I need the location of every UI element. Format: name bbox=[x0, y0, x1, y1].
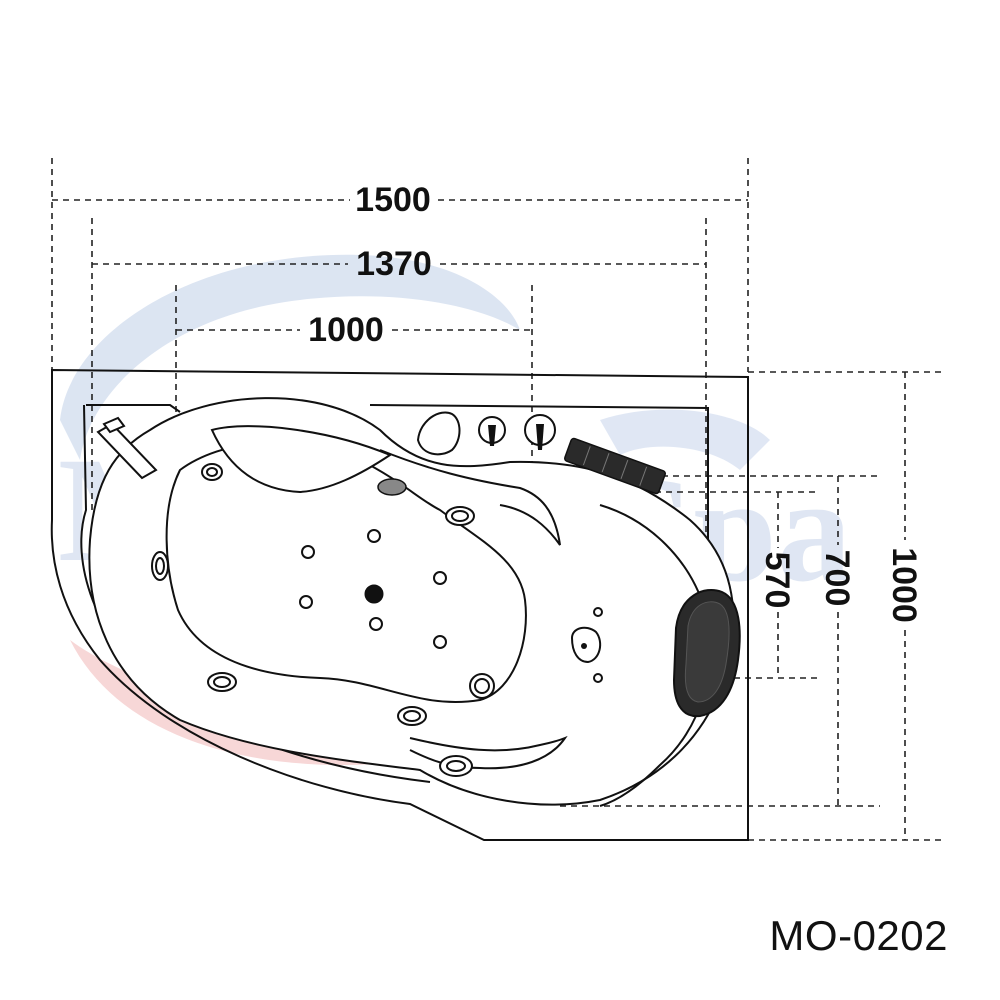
control-panel bbox=[564, 437, 666, 495]
dimension-width-inner: 1370 bbox=[356, 245, 432, 283]
headrest-shell-left bbox=[210, 425, 393, 494]
dimension-width-total: 1500 bbox=[355, 181, 431, 219]
dimension-width-basin: 1000 bbox=[308, 311, 384, 349]
drain-cover bbox=[377, 478, 407, 496]
small-jets bbox=[299, 529, 603, 683]
tub-swoosh-top bbox=[379, 449, 561, 546]
tub-basin-outer bbox=[88, 397, 735, 806]
dimension-lines bbox=[52, 199, 906, 840]
faucet-controls bbox=[416, 411, 556, 456]
dimension-depth-inner: 570 bbox=[758, 552, 796, 609]
tub-outer-shell bbox=[50, 368, 749, 841]
central-drain bbox=[364, 584, 384, 604]
large-jets bbox=[151, 463, 495, 777]
dimension-depth-mid: 700 bbox=[818, 550, 856, 607]
spout bbox=[416, 411, 461, 456]
model-code: MO-0202 bbox=[769, 912, 948, 959]
dimension-depth-total: 1000 bbox=[885, 547, 923, 623]
grab-handle bbox=[96, 416, 158, 480]
